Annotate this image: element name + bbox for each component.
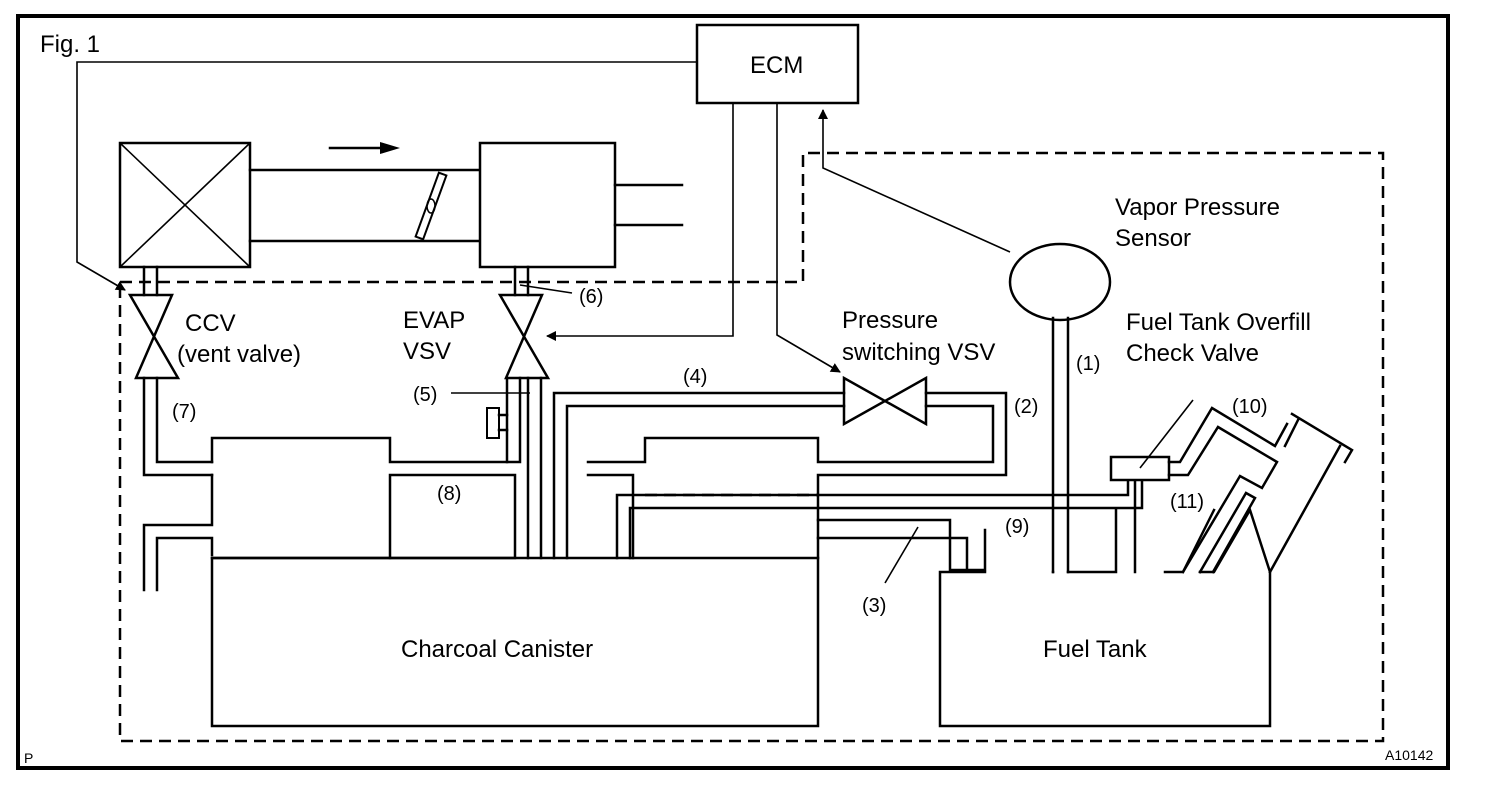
figure-title: Fig. 1	[40, 31, 100, 58]
vapor-pressure-sensor-label-2: Sensor	[1115, 225, 1191, 252]
ecm-label: ECM	[750, 52, 803, 79]
callout-4: (4)	[683, 366, 707, 388]
ccv-valve-icon	[127, 293, 181, 380]
overfill-check-valve-label-1: Fuel Tank Overfill	[1126, 309, 1311, 336]
callout-5: (5)	[413, 384, 437, 406]
callout-1: (1)	[1076, 353, 1100, 375]
pressure-switching-vsv-icon	[842, 375, 928, 427]
evap-vsv-label-2: VSV	[403, 338, 451, 365]
ccv-label-2: (vent valve)	[177, 341, 301, 368]
callout-2: (2)	[1014, 396, 1038, 418]
charcoal-canister-body	[210, 556, 820, 728]
intake-manifold	[478, 141, 617, 269]
charcoal-canister-label: Charcoal Canister	[401, 636, 593, 663]
pressure-switching-vsv-label-2: switching VSV	[842, 339, 995, 366]
throttle-valve-icon	[414, 171, 448, 241]
pressure-switching-vsv-label-1: Pressure	[842, 307, 938, 334]
evap-vsv-label-1: EVAP	[403, 307, 465, 334]
callout-9: (9)	[1005, 516, 1029, 538]
ecm-signal-lines	[76, 61, 1011, 373]
fuel-tank-body	[938, 480, 1272, 728]
callout-8: (8)	[437, 483, 461, 505]
overfill-check-valve-icon	[1109, 455, 1171, 482]
vapor-pressure-sensor-label-1: Vapor Pressure	[1115, 194, 1280, 221]
callout-11: (11)	[1170, 491, 1204, 513]
vapor-pressure-sensor-icon	[1008, 242, 1112, 322]
corner-mark: P	[24, 750, 33, 766]
vapor-region-boundary	[118, 151, 1385, 743]
callout-6: (6)	[579, 286, 603, 308]
overfill-check-valve-label-2: Check Valve	[1126, 340, 1259, 367]
ccv-label-1: CCV	[185, 310, 236, 337]
fuel-tank-label: Fuel Tank	[1043, 636, 1148, 663]
callout-10: (10)	[1232, 396, 1268, 418]
callout-3: (3)	[862, 595, 886, 617]
air-cleaner	[118, 141, 252, 269]
ecm-box	[695, 23, 860, 105]
callout-7: (7)	[172, 401, 196, 423]
figure-id: A10142	[1385, 747, 1433, 763]
figure-frame	[16, 14, 1450, 770]
evap-vsv-icon	[497, 293, 551, 380]
